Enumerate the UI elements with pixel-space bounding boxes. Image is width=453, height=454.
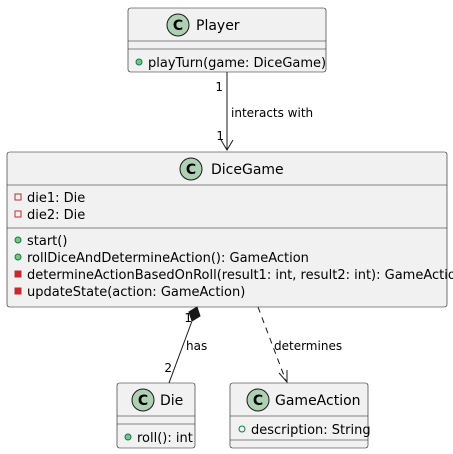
class-dicegame-field: die1: Die	[27, 191, 85, 206]
class-icon	[166, 13, 190, 37]
class-glyph: C	[186, 162, 196, 178]
public-field-icon	[238, 425, 246, 433]
relation-dicegame-gameaction[interactable]: determines	[257, 306, 342, 384]
class-player[interactable]: C Player playTurn(game: DiceGame)	[127, 7, 327, 73]
class-die-name: Die	[160, 393, 183, 409]
class-dicegame[interactable]: C DiceGame die1: Die die2: Die start() r…	[6, 151, 453, 308]
private-method-icon	[14, 287, 22, 295]
relation-player-dicegame[interactable]: 1 interacts with 1	[215, 72, 313, 151]
multiplicity-source: 1	[215, 80, 223, 94]
class-dicegame-method: determineActionBasedOnRoll(result1: int,…	[27, 268, 453, 283]
class-dicegame-method: rollDiceAndDetermineAction(): GameAction	[27, 251, 309, 266]
class-dicegame-field: die2: Die	[27, 208, 85, 223]
class-player-method: playTurn(game: DiceGame)	[148, 56, 326, 71]
composition-diamond	[188, 306, 201, 322]
class-die-method: roll(): int	[137, 431, 193, 446]
class-dicegame-method: start()	[27, 234, 67, 249]
class-dicegame-method: updateState(action: GameAction)	[27, 285, 245, 300]
multiplicity-target: 2	[164, 361, 172, 375]
relation-label: interacts with	[231, 106, 313, 120]
class-dicegame-box	[6, 151, 448, 308]
arrow-head	[220, 139, 234, 151]
multiplicity-source: 1	[184, 311, 192, 325]
class-gameaction[interactable]: C GameAction description: String	[229, 382, 371, 449]
multiplicity-target: 1	[216, 129, 224, 143]
composition-line	[168, 320, 193, 384]
private-method-icon	[14, 270, 22, 278]
public-method-icon	[135, 58, 143, 66]
class-icon	[131, 388, 155, 412]
class-player-name: Player	[196, 18, 240, 34]
class-die[interactable]: C Die roll(): int	[116, 382, 196, 449]
class-icon	[179, 157, 203, 181]
arrow-head	[278, 370, 288, 384]
class-glyph: C	[253, 393, 263, 409]
private-field-icon	[14, 210, 22, 218]
class-icon	[246, 388, 270, 412]
dependency-line	[257, 306, 287, 382]
public-method-icon	[124, 433, 132, 441]
relation-label: determines	[274, 339, 342, 353]
class-glyph: C	[173, 18, 183, 34]
class-gameaction-field: description: String	[251, 423, 371, 438]
relation-dicegame-die[interactable]: 1 has 2	[164, 306, 207, 384]
public-method-icon	[14, 253, 22, 261]
private-field-icon	[14, 193, 22, 201]
class-gameaction-name: GameAction	[275, 393, 361, 409]
class-dicegame-name: DiceGame	[211, 162, 284, 178]
class-glyph: C	[138, 393, 148, 409]
public-method-icon	[14, 236, 22, 244]
relation-label: has	[186, 339, 207, 353]
